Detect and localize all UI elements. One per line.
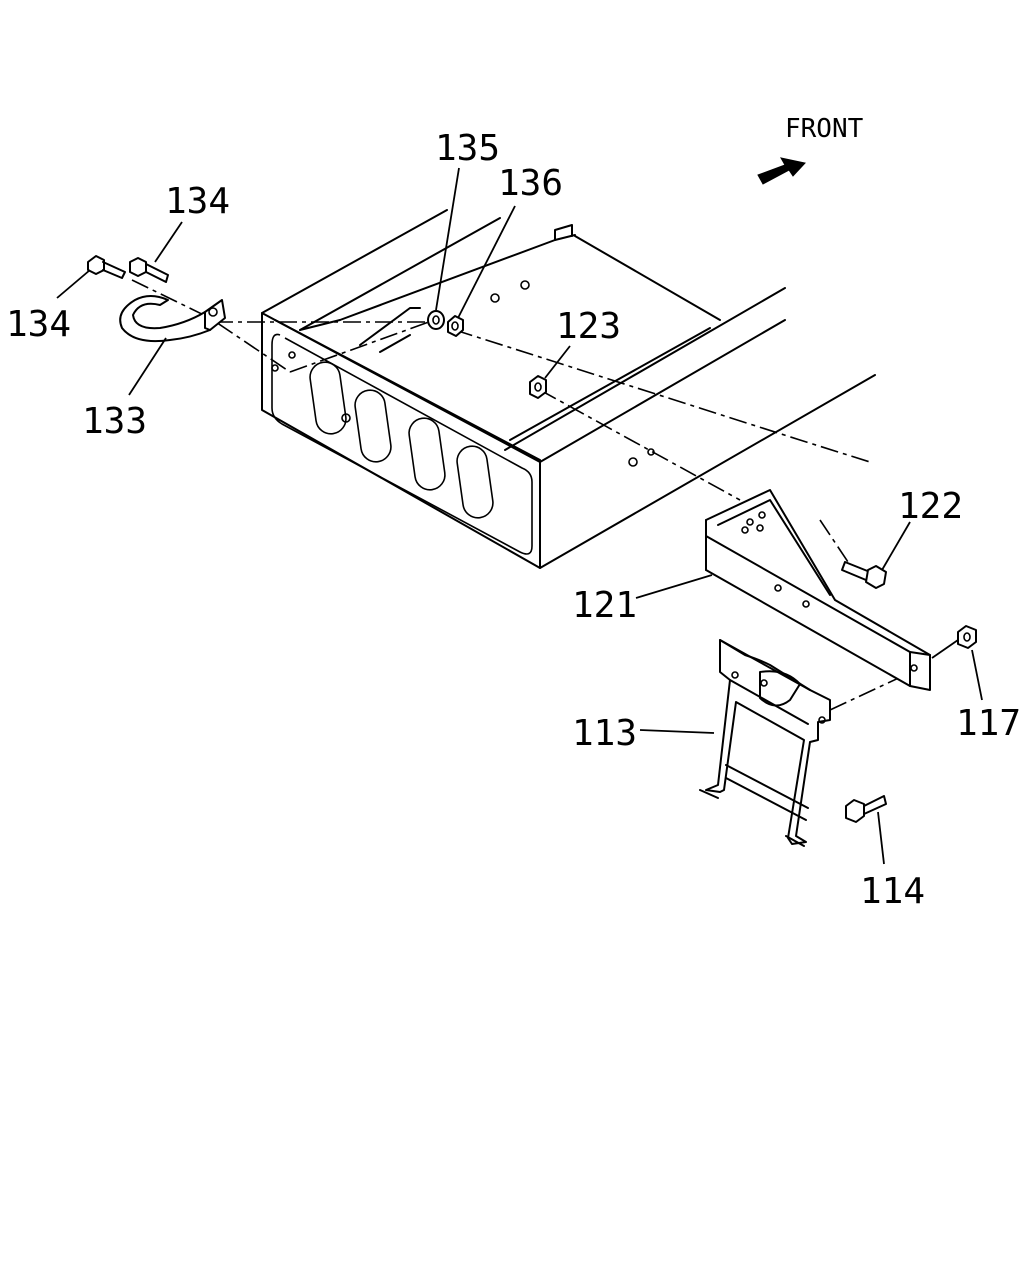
callout-134-left: 134 (6, 304, 71, 345)
front-label: FRONT (785, 114, 864, 144)
bracket-121 (705, 489, 931, 691)
callout-123: 123 (556, 306, 621, 347)
bolt-134-top (129, 257, 169, 283)
nut-117 (931, 625, 977, 659)
nut-136 (447, 315, 464, 337)
front-direction-indicator: FRONT (757, 114, 864, 185)
callout-121: 121 (572, 585, 637, 626)
step-bracket-113 (699, 639, 831, 847)
callout-113: 113 (572, 713, 637, 754)
callout-136: 136 (498, 163, 563, 204)
callout-114: 114 (860, 871, 925, 912)
bolt-122 (841, 561, 887, 589)
callout-117: 117 (956, 703, 1021, 744)
washer-135 (427, 310, 445, 330)
bolt-134-left (87, 255, 126, 279)
tow-hook (119, 295, 226, 343)
bolt-114 (845, 795, 887, 823)
callout-134-top: 134 (165, 181, 230, 222)
nut-123 (529, 375, 547, 399)
callout-122: 122 (898, 486, 963, 527)
frame-rear-crossmember (261, 209, 876, 569)
callout-133: 133 (82, 401, 147, 442)
front-arrow-icon (757, 157, 806, 185)
assembly-center-lines (131, 279, 921, 711)
callout-leaders (56, 167, 983, 865)
callout-135: 135 (435, 128, 500, 169)
